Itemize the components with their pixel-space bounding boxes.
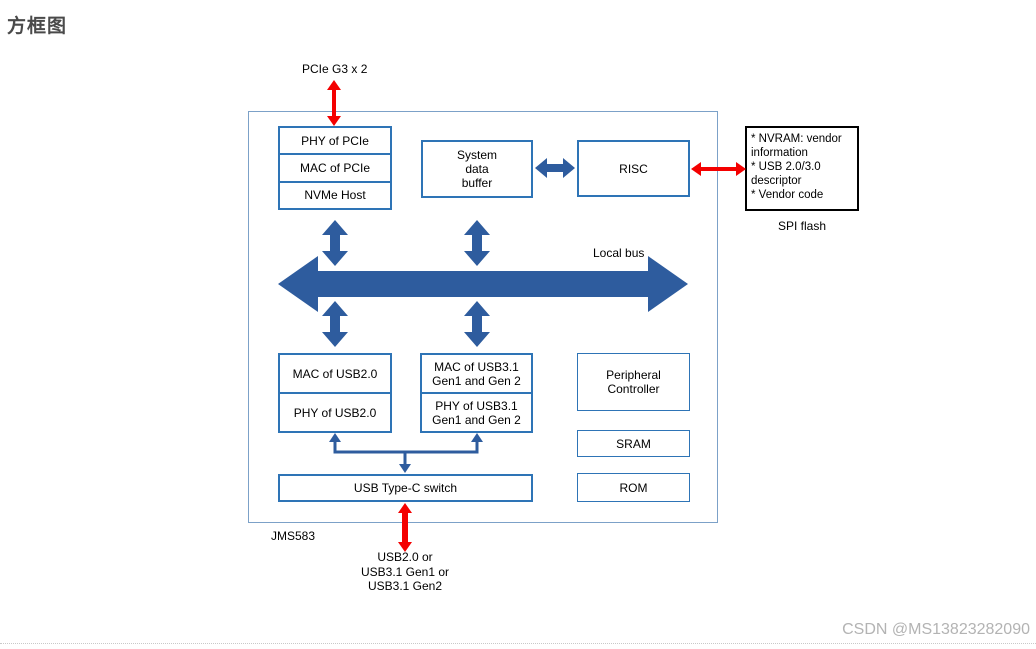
sram-block: SRAM — [577, 430, 690, 457]
chip-boundary-box — [248, 111, 718, 523]
peripheral-controller-block: Peripheral Controller — [577, 353, 690, 411]
system-data-buffer-block: System data buffer — [421, 140, 533, 198]
usb-typec-switch-block: USB Type-C switch — [278, 474, 533, 502]
phy-of-usb2-block: PHY of USB2.0 — [280, 392, 390, 431]
usb31-block-stack: MAC of USB3.1 Gen1 and Gen 2 PHY of USB3… — [420, 353, 533, 433]
phy-of-pcie-block: PHY of PCIe — [301, 133, 369, 148]
pcie-port-label: PCIe G3 x 2 — [302, 62, 368, 76]
nvme-host-block: NVMe Host — [280, 180, 390, 208]
mac-of-pcie-block: MAC of PCIe — [280, 153, 390, 180]
usb2-block-stack: MAC of USB2.0 PHY of USB2.0 — [278, 353, 392, 433]
phy-of-usb31-block: PHY of USB3.1 Gen1 and Gen 2 — [422, 392, 531, 431]
mac-of-usb2-block: MAC of USB2.0 — [292, 366, 378, 381]
pcie-block-stack: PHY of PCIe MAC of PCIe NVMe Host — [278, 126, 392, 210]
page-title: 方框图 — [7, 16, 68, 37]
spi-flash-contents-box: * NVRAM: vendor information * USB 2.0/3.… — [745, 126, 859, 211]
chip-name-label: JMS583 — [271, 529, 316, 543]
risc-block: RISC — [577, 140, 690, 197]
rom-block: ROM — [577, 473, 690, 502]
mac-of-usb31-block: MAC of USB3.1 Gen1 and Gen 2 — [432, 359, 521, 388]
csdn-watermark: CSDN @MS13823282090 — [842, 621, 1030, 638]
local-bus-label: Local bus — [593, 246, 645, 260]
bottom-divider — [0, 643, 1036, 644]
usb-port-label: USB2.0 or USB3.1 Gen1 or USB3.1 Gen2 — [360, 550, 450, 593]
spi-flash-caption: SPI flash — [777, 219, 827, 233]
